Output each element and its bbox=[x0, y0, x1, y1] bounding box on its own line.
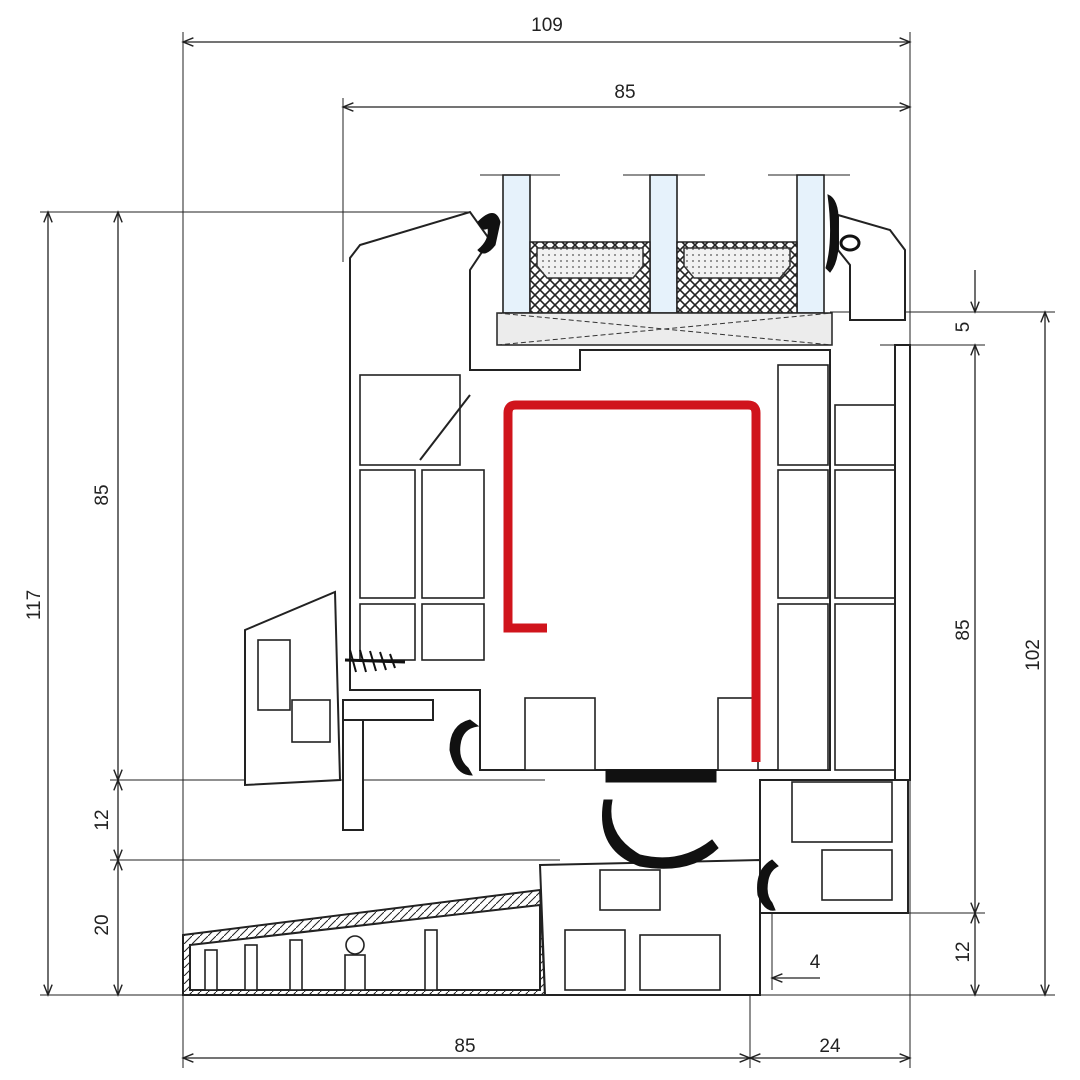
triple-glazing bbox=[480, 174, 850, 346]
gasket-outer-top bbox=[477, 213, 501, 254]
dim-gap: 4 bbox=[810, 952, 821, 973]
dimension-lines bbox=[48, 42, 1045, 1058]
dim-right-bottom: 12 bbox=[953, 941, 974, 962]
dim-glass-offset: 5 bbox=[953, 322, 974, 333]
dim-left-lower: 20 bbox=[92, 914, 113, 935]
dim-sash-width: 85 bbox=[614, 82, 635, 103]
gasket-seat bbox=[605, 769, 717, 783]
frame-profile bbox=[244, 344, 911, 914]
screw-icon bbox=[344, 649, 406, 673]
dim-left-upper: 85 bbox=[92, 484, 113, 505]
dim-bottom-frame: 24 bbox=[819, 1036, 841, 1057]
gasket-frame-center bbox=[602, 799, 719, 869]
dim-overall-width: 109 bbox=[531, 15, 563, 36]
dim-left-total: 117 bbox=[24, 590, 45, 620]
sill-profile bbox=[182, 858, 761, 996]
dim-right-frame: 85 bbox=[953, 619, 974, 640]
glass-pane-middle bbox=[649, 174, 678, 314]
glass-pane-inner bbox=[796, 174, 825, 314]
dimension-labels: 109 85 117 85 12 20 85 102 5 12 4 85 24 bbox=[24, 15, 1044, 1057]
gaskets bbox=[449, 194, 861, 911]
gasket-inner-top bbox=[825, 194, 839, 273]
dim-bottom-sill: 85 bbox=[454, 1036, 475, 1057]
gasket-sash-bottom bbox=[449, 719, 480, 776]
gasket-frame-bottom bbox=[757, 859, 779, 911]
steel-reinforcement bbox=[503, 400, 761, 762]
sash-chambers bbox=[359, 364, 896, 771]
sash-profile bbox=[349, 210, 906, 771]
glass-pane-outer bbox=[502, 174, 531, 314]
dim-right-total: 102 bbox=[1023, 639, 1044, 671]
dim-left-middle: 12 bbox=[92, 809, 113, 830]
